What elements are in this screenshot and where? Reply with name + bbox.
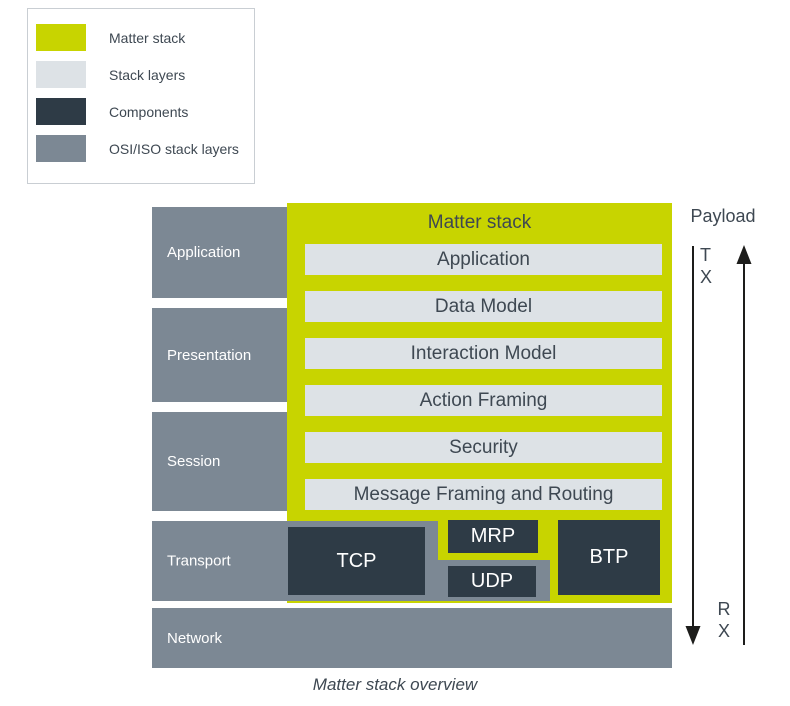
figure-caption: Matter stack overview xyxy=(312,675,478,694)
legend-item-osi-layers: OSI/ISO stack layers xyxy=(36,135,246,162)
tx-label: T X xyxy=(700,244,712,288)
layer-application: Application xyxy=(305,244,662,275)
component-btp: BTP xyxy=(558,520,660,595)
rx-letter-x: X xyxy=(717,621,730,641)
osi-transport: Transport xyxy=(167,552,231,570)
osi-application: Application xyxy=(152,207,287,298)
legend-label: Matter stack xyxy=(109,29,186,46)
osi-presentation: Presentation xyxy=(152,308,287,402)
component-udp: UDP xyxy=(448,566,536,597)
legend: Matter stack Stack layers Components OSI… xyxy=(27,8,255,184)
legend-label: Stack layers xyxy=(109,66,186,83)
layer-action-framing: Action Framing xyxy=(305,385,662,416)
rx-label: R X xyxy=(712,598,736,642)
payload-label: Payload xyxy=(690,206,756,226)
layer-security: Security xyxy=(305,432,662,463)
layer-message-framing: Message Framing and Routing xyxy=(305,479,662,510)
tx-letter-x: X xyxy=(700,267,713,287)
legend-label: OSI/ISO stack layers xyxy=(109,140,239,157)
rx-letter-r: R xyxy=(717,599,731,619)
legend-swatch-components xyxy=(36,98,86,125)
tx-rx-arrows xyxy=(685,245,752,645)
layer-data-model: Data Model xyxy=(305,291,662,322)
component-tcp: TCP xyxy=(288,527,425,595)
matter-stack-title: Matter stack xyxy=(427,212,532,233)
component-mrp: MRP xyxy=(448,520,538,553)
legend-item-stack-layers: Stack layers xyxy=(36,61,246,88)
legend-item-matter-stack: Matter stack xyxy=(36,24,246,51)
osi-network: Network xyxy=(152,608,672,668)
layer-interaction-model: Interaction Model xyxy=(305,338,662,369)
legend-item-components: Components xyxy=(36,98,246,125)
osi-session: Session xyxy=(152,412,287,511)
legend-swatch-stack-layers xyxy=(36,61,86,88)
tx-arrow-head-down xyxy=(685,626,701,645)
rx-arrow-head-up xyxy=(736,245,752,264)
tx-letter-t: T xyxy=(700,245,711,265)
legend-swatch-osi-layers xyxy=(36,135,86,162)
legend-swatch-matter-stack xyxy=(36,24,86,51)
legend-label: Components xyxy=(109,103,189,120)
